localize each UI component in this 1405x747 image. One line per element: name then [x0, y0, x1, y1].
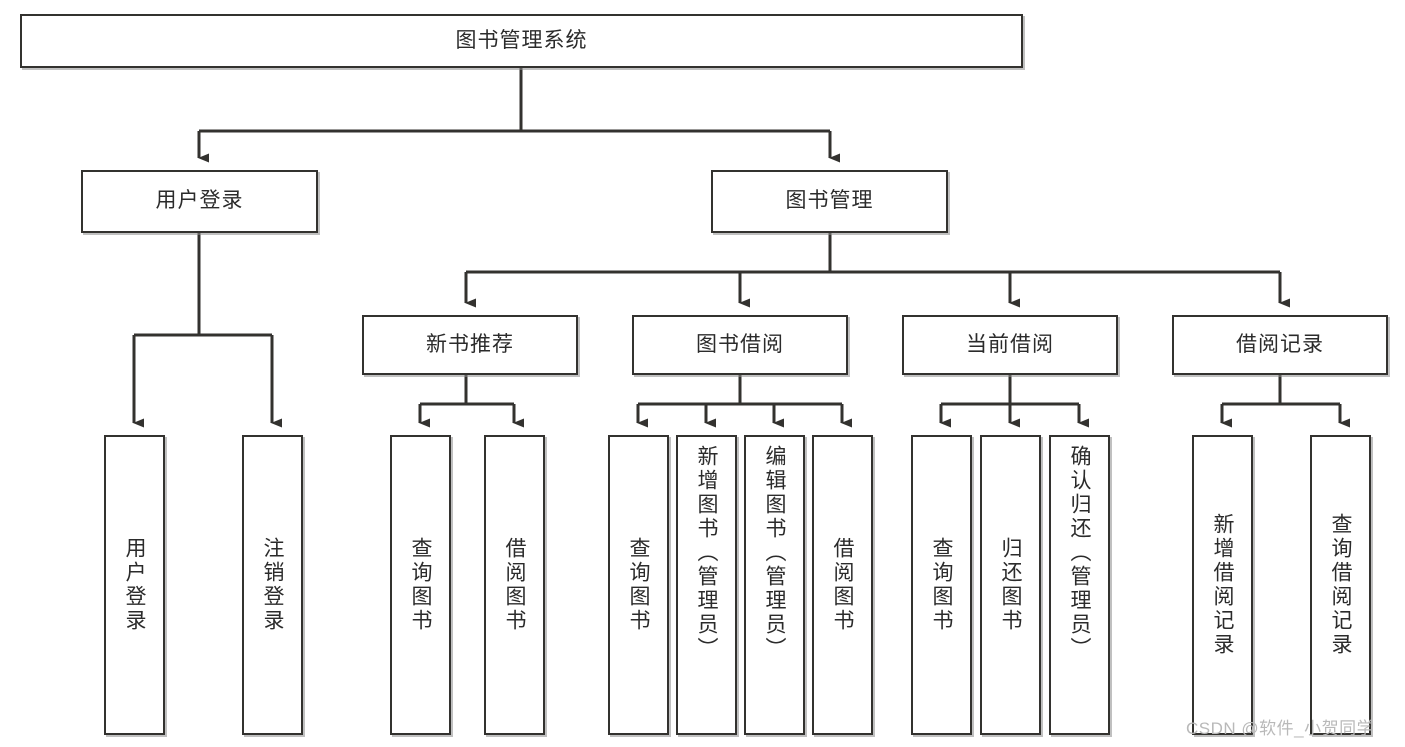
node-leaf-query-book-3[interactable]: 查询图书: [911, 435, 972, 735]
node-leaf-user-logout-label: 注销登录: [261, 537, 284, 633]
node-leaf-add-record-label: 新增借阅记录: [1211, 513, 1234, 657]
node-new-book-recommend-label: 新书推荐: [426, 332, 514, 356]
node-leaf-query-book-2[interactable]: 查询图书: [608, 435, 669, 735]
node-leaf-query-record-label: 查询借阅记录: [1329, 513, 1352, 657]
node-book-manage[interactable]: 图书管理: [711, 170, 948, 233]
node-user-login[interactable]: 用户登录: [81, 170, 318, 233]
node-leaf-borrow-book-2[interactable]: 借阅图书: [812, 435, 873, 735]
node-leaf-query-book-1[interactable]: 查询图书: [390, 435, 451, 735]
csdn-watermark: CSDN @软件_小贺同学: [1186, 719, 1375, 738]
node-leaf-edit-book-label: 编辑图书（管理员）: [763, 445, 786, 661]
node-leaf-user-login[interactable]: 用户登录: [104, 435, 165, 735]
node-book-borrow-label: 图书借阅: [696, 332, 784, 356]
node-leaf-query-record[interactable]: 查询借阅记录: [1310, 435, 1371, 735]
node-leaf-return-book[interactable]: 归还图书: [980, 435, 1041, 735]
node-current-borrow[interactable]: 当前借阅: [902, 315, 1118, 375]
node-leaf-add-book[interactable]: 新增图书（管理员）: [676, 435, 737, 735]
node-leaf-query-book-3-label: 查询图书: [930, 537, 953, 633]
node-borrow-record[interactable]: 借阅记录: [1172, 315, 1388, 375]
node-leaf-confirm-return[interactable]: 确认归还（管理员）: [1049, 435, 1110, 735]
node-leaf-borrow-book-2-label: 借阅图书: [831, 537, 854, 633]
node-leaf-user-logout[interactable]: 注销登录: [242, 435, 303, 735]
node-leaf-borrow-book-1[interactable]: 借阅图书: [484, 435, 545, 735]
node-leaf-edit-book[interactable]: 编辑图书（管理员）: [744, 435, 805, 735]
node-current-borrow-label: 当前借阅: [966, 332, 1054, 356]
node-leaf-confirm-return-label: 确认归还（管理员）: [1068, 445, 1091, 661]
node-borrow-record-label: 借阅记录: [1236, 332, 1324, 356]
node-root-label: 图书管理系统: [455, 28, 588, 52]
node-leaf-borrow-book-1-label: 借阅图书: [503, 537, 526, 633]
node-book-borrow[interactable]: 图书借阅: [632, 315, 848, 375]
node-leaf-query-book-2-label: 查询图书: [627, 537, 650, 633]
node-leaf-return-book-label: 归还图书: [999, 537, 1022, 633]
node-user-login-label: 用户登录: [155, 189, 244, 213]
node-leaf-add-record[interactable]: 新增借阅记录: [1192, 435, 1253, 735]
node-leaf-user-login-label: 用户登录: [123, 537, 146, 633]
node-leaf-query-book-1-label: 查询图书: [409, 537, 432, 633]
node-root[interactable]: 图书管理系统: [20, 14, 1023, 68]
node-leaf-add-book-label: 新增图书（管理员）: [695, 445, 718, 661]
node-book-manage-label: 图书管理: [785, 189, 874, 213]
node-new-book-recommend[interactable]: 新书推荐: [362, 315, 578, 375]
